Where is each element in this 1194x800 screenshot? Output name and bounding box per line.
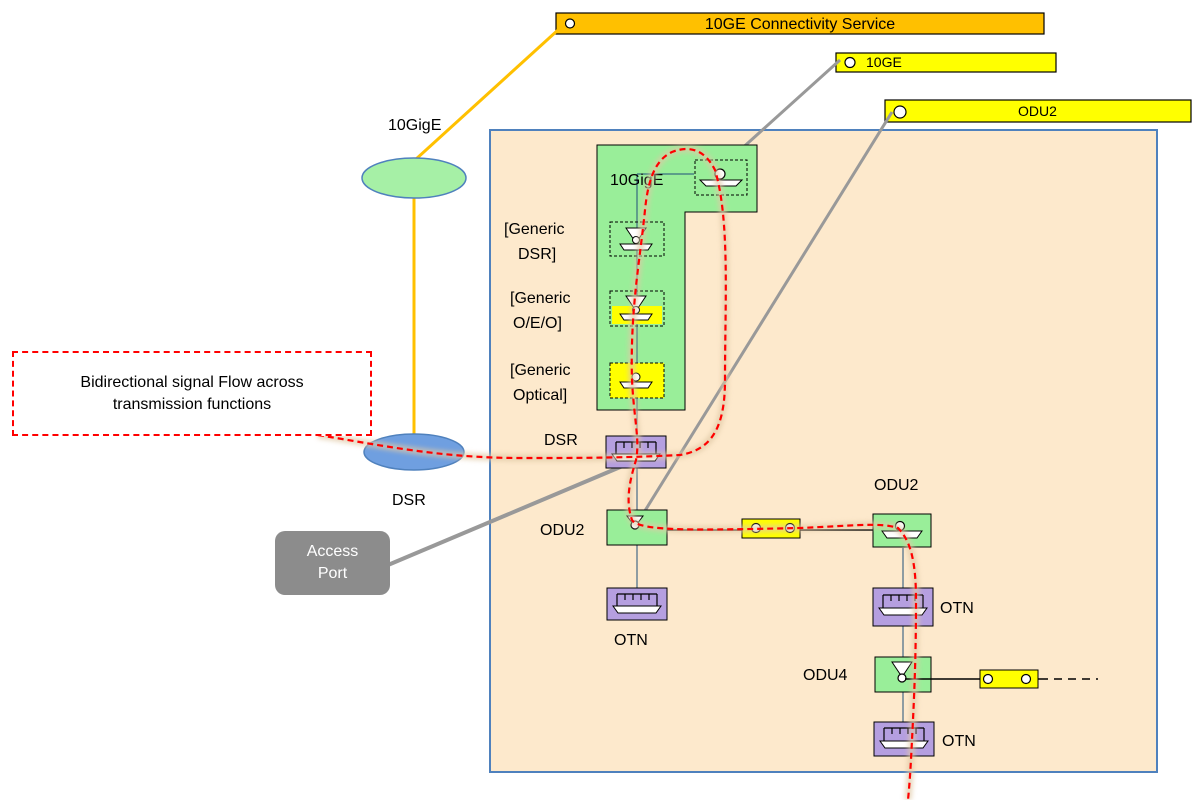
ge10-endpoint-icon xyxy=(844,56,856,69)
odu4-label: ODU4 xyxy=(803,667,848,684)
access-port-line xyxy=(387,463,626,567)
port-comb-icon xyxy=(883,727,925,741)
otn-right-2-label: OTN xyxy=(942,733,976,750)
termination-icon xyxy=(879,740,929,749)
service-endpoint-icon xyxy=(564,18,576,29)
generic-optical-label-1: [Generic xyxy=(510,362,570,379)
link-endpoint-icon xyxy=(1020,673,1032,685)
generic-optical-label-2: Optical] xyxy=(513,387,567,404)
otn-right-1-label: OTN xyxy=(940,600,974,617)
otn-left-block[interactable] xyxy=(606,587,668,621)
odu2-endpoint-icon xyxy=(893,105,907,119)
odu2-right-label: ODU2 xyxy=(874,477,919,494)
otn-right-2-block[interactable] xyxy=(873,721,935,757)
generic-dsr-label-2: DSR] xyxy=(518,246,556,263)
dsr-ellipse-label: DSR xyxy=(392,492,426,509)
odu4-block[interactable] xyxy=(874,656,932,693)
link-endpoint-icon xyxy=(982,673,994,685)
generic-oeo-label-1: [Generic xyxy=(510,290,570,307)
port-comb-icon xyxy=(616,593,658,606)
ge10-bar-label: 10GE xyxy=(866,54,902,70)
connectivity-service-label: 10GE Connectivity Service xyxy=(705,16,895,33)
termination-icon xyxy=(612,605,662,614)
ge10-bar[interactable]: 10GE xyxy=(835,52,1057,73)
stack-dsr-label: DSR xyxy=(544,432,578,449)
termination-icon xyxy=(619,381,653,389)
odu4-link-block[interactable] xyxy=(979,669,1039,689)
access-port-button[interactable]: Access Port xyxy=(275,531,390,595)
generic-dsr-label-1: [Generic xyxy=(504,221,564,238)
connectivity-service-bar[interactable]: 10GE Connectivity Service xyxy=(555,12,1045,35)
service-link-line xyxy=(413,28,560,162)
gige-ellipse-label: 10GigE xyxy=(388,117,441,134)
gige-ellipse[interactable] xyxy=(361,157,467,199)
otn-right-1-block[interactable] xyxy=(872,587,934,627)
termination-icon xyxy=(619,243,653,251)
odu2-left-label: ODU2 xyxy=(540,522,585,539)
odu2-bar[interactable]: ODU2 xyxy=(884,99,1192,123)
otn-left-label: OTN xyxy=(614,632,648,649)
signal-flow-note: Bidirectional signal Flow across transmi… xyxy=(12,351,372,436)
generic-oeo-label-2: O/E/O] xyxy=(513,315,562,332)
connection-point-icon xyxy=(897,673,907,683)
signal-flow-path xyxy=(317,145,920,800)
termination-icon xyxy=(878,607,928,616)
odu2-bar-label: ODU2 xyxy=(1018,103,1057,119)
